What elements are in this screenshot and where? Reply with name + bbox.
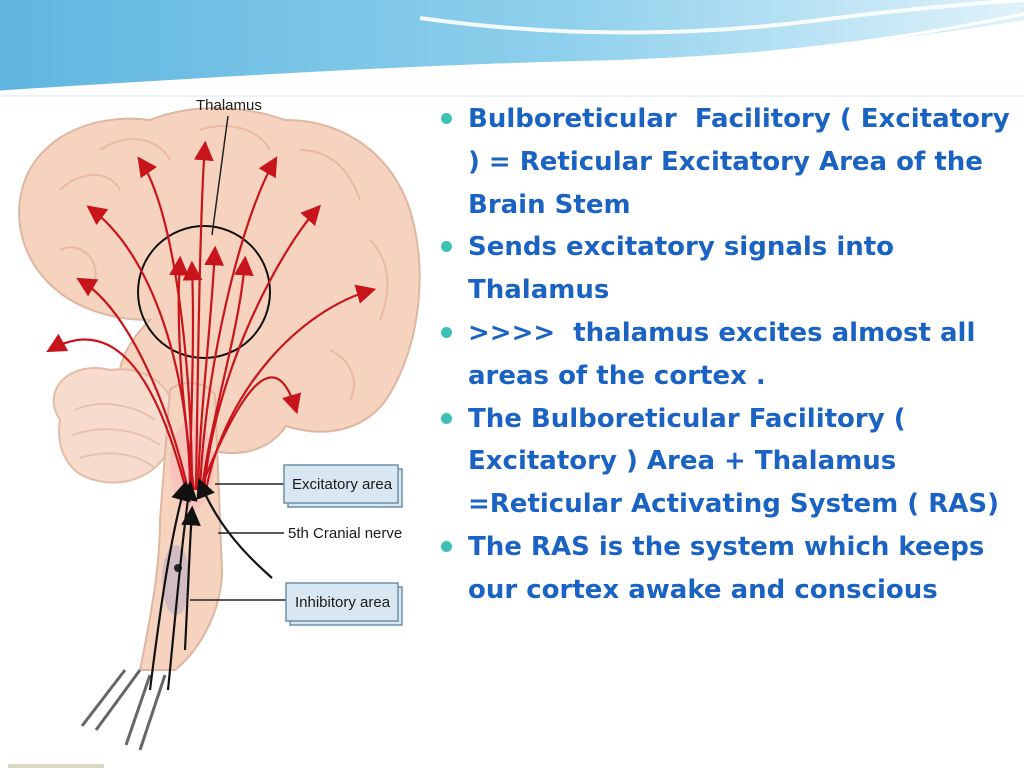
header-wave-banner: [0, 0, 1024, 97]
inhibitory-area-label: Inhibitory area: [295, 594, 391, 611]
bullet-text: Sends excitatory signals into Thalamus: [468, 232, 904, 306]
bullet-item: The Bulboreticular Facilitory ( Excitato…: [438, 398, 1018, 526]
bullet-text: >>>> thalamus excites almost all areas o…: [468, 317, 985, 391]
excitatory-projection-arrows: [46, 140, 377, 491]
bullet-dot-icon: [441, 412, 452, 424]
brain-ras-diagram: Thalamus: [18, 97, 421, 751]
excitatory-area-label: Excitatory area: [292, 476, 393, 493]
bullet-dot-icon: [441, 540, 452, 552]
cranial-nerve-label: 5th Cranial nerve: [288, 525, 402, 542]
bullet-text: The RAS is the system which keeps our co…: [468, 531, 994, 605]
bullet-item: >>>> thalamus excites almost all areas o…: [438, 312, 1018, 398]
bullet-item: Bulboreticular Facilitory ( Excitatory )…: [438, 98, 1018, 226]
bullet-dot-icon: [441, 241, 452, 253]
footer-accent-bar: [8, 764, 104, 768]
bullet-text: The Bulboreticular Facilitory ( Excitato…: [468, 403, 999, 520]
bullet-item: Sends excitatory signals into Thalamus: [438, 226, 1018, 312]
bullet-item: The RAS is the system which keeps our co…: [438, 526, 1018, 612]
bullet-dot-icon: [441, 326, 452, 338]
thalamus-label: Thalamus: [196, 97, 262, 114]
bullet-text: Bulboreticular Facilitory ( Excitatory )…: [468, 104, 1019, 220]
thalamus-circle: [137, 225, 271, 359]
excitatory-area-callout: Excitatory area: [283, 464, 403, 508]
cerebellum: [52, 367, 177, 484]
bullet-list: Bulboreticular Facilitory ( Excitatory )…: [438, 98, 1018, 612]
inhibitory-area-callout: Inhibitory area: [285, 582, 403, 626]
bullet-dot-icon: [441, 113, 452, 124]
